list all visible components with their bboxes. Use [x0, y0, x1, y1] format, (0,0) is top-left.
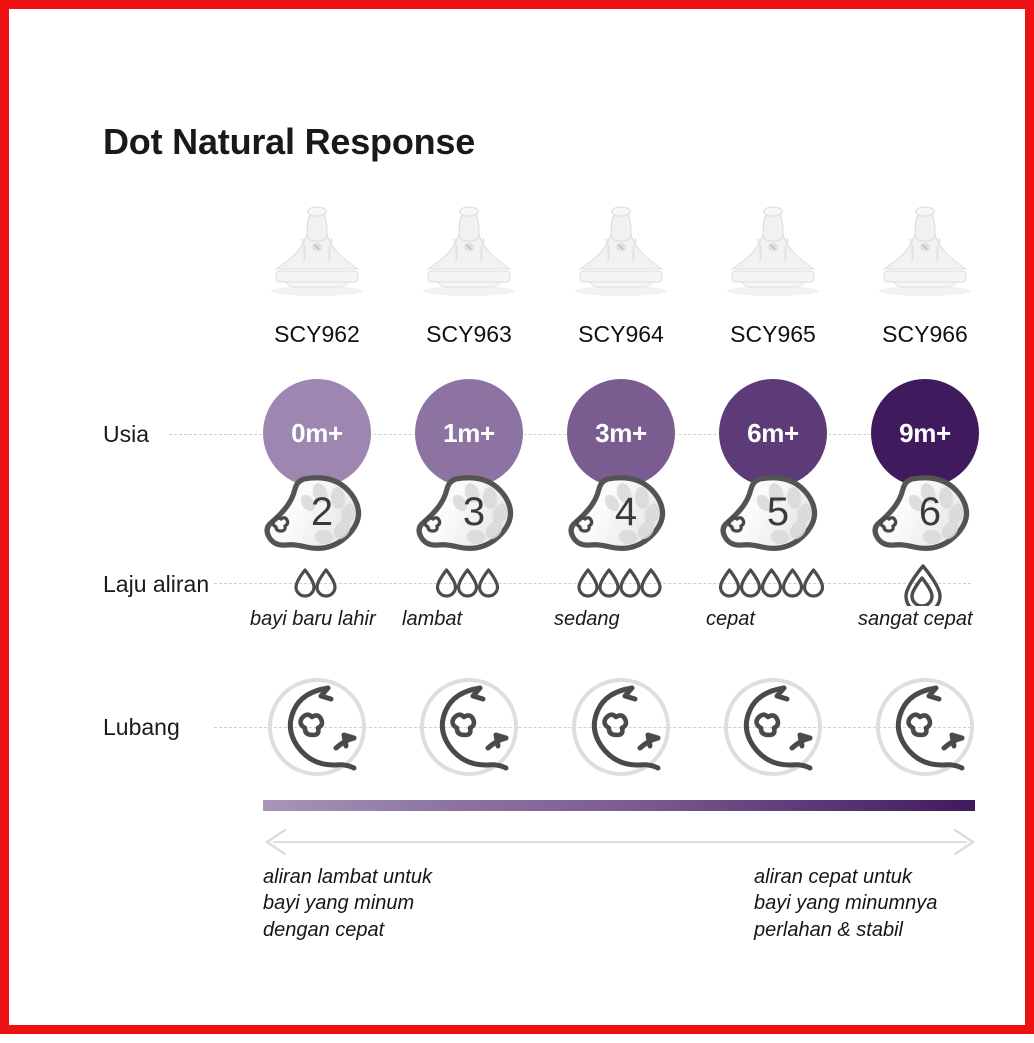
- flow-rate-text: sangat cepat: [858, 607, 1008, 632]
- flow-number-icon: 6: [866, 467, 984, 555]
- age-label: 9m+: [899, 418, 951, 449]
- flow-drops-icon: [899, 560, 951, 606]
- flow-rate-text: cepat: [706, 607, 856, 632]
- nipple-product-image: [866, 205, 984, 297]
- product-code: SCY965: [697, 321, 849, 348]
- row-label-lubang: Lubang: [103, 714, 180, 741]
- nipple-product-image: [562, 205, 680, 297]
- nipple-product-image: [410, 205, 528, 297]
- flow-number-icon: 4: [562, 467, 680, 555]
- nipple-hole-icon: [722, 676, 824, 778]
- caption-slow-flow: aliran lambat untuk bayi yang minum deng…: [263, 864, 432, 943]
- flow-rate-text: lambat: [402, 607, 552, 632]
- caption-fast-flow: aliran cepat untuk bayi yang minumnya pe…: [754, 864, 937, 943]
- product-column[interactable]: SCY964 3m+ 4 sedang: [545, 9, 697, 1043]
- age-label: 6m+: [747, 418, 799, 449]
- nipple-hole-icon: [418, 676, 520, 778]
- flow-gradient-bar: [263, 800, 975, 811]
- product-code: SCY964: [545, 321, 697, 348]
- nipple-hole-icon: [874, 676, 976, 778]
- nipple-product-image: [258, 205, 376, 297]
- infographic-canvas: Dot Natural Response Usia Laju aliran Lu…: [9, 9, 1034, 1043]
- flow-number-icon: 3: [410, 467, 528, 555]
- flow-drops-icon: [719, 560, 828, 606]
- svg-text:2: 2: [311, 490, 333, 534]
- product-code: SCY963: [393, 321, 545, 348]
- flow-drops-icon: [577, 560, 665, 606]
- flow-drops-icon: [294, 560, 340, 606]
- age-label: 0m+: [291, 418, 343, 449]
- row-label-laju-aliran: Laju aliran: [103, 571, 209, 598]
- flow-rate-text: bayi baru lahir: [250, 607, 400, 632]
- nipple-product-image: [714, 205, 832, 297]
- product-code: SCY962: [241, 321, 393, 348]
- row-label-usia: Usia: [103, 421, 149, 448]
- nipple-hole-icon: [570, 676, 672, 778]
- flow-number-icon: 2: [258, 467, 376, 555]
- flow-number-icon: 5: [714, 467, 832, 555]
- nipple-hole-icon: [266, 676, 368, 778]
- svg-text:4: 4: [615, 490, 637, 534]
- flow-rate-text: sedang: [554, 607, 704, 632]
- flow-drops-icon: [436, 560, 503, 606]
- age-label: 3m+: [595, 418, 647, 449]
- svg-text:5: 5: [767, 490, 789, 534]
- product-code: SCY966: [849, 321, 1001, 348]
- age-label: 1m+: [443, 418, 495, 449]
- flow-range-arrow-icon: [259, 827, 981, 857]
- svg-text:6: 6: [919, 490, 941, 534]
- svg-text:3: 3: [463, 490, 485, 534]
